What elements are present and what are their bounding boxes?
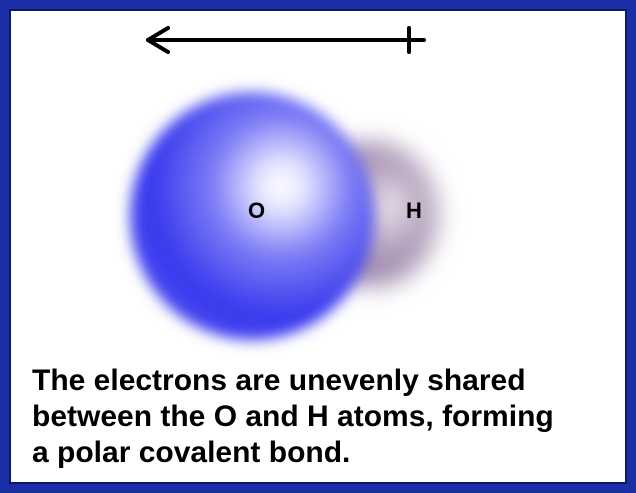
oxygen-cloud [130,92,374,340]
oxygen-label: O [248,198,266,223]
caption: The electrons are unevenly shared betwee… [32,363,622,471]
hydrogen-label: H [406,198,422,223]
caption-line: a polar covalent bond. [32,436,351,469]
dipole-arrow [146,26,426,54]
caption-line: between the O and H atoms, forming [32,400,554,433]
caption-line: The electrons are unevenly shared [32,364,526,397]
dipole-arrowhead [146,26,170,54]
